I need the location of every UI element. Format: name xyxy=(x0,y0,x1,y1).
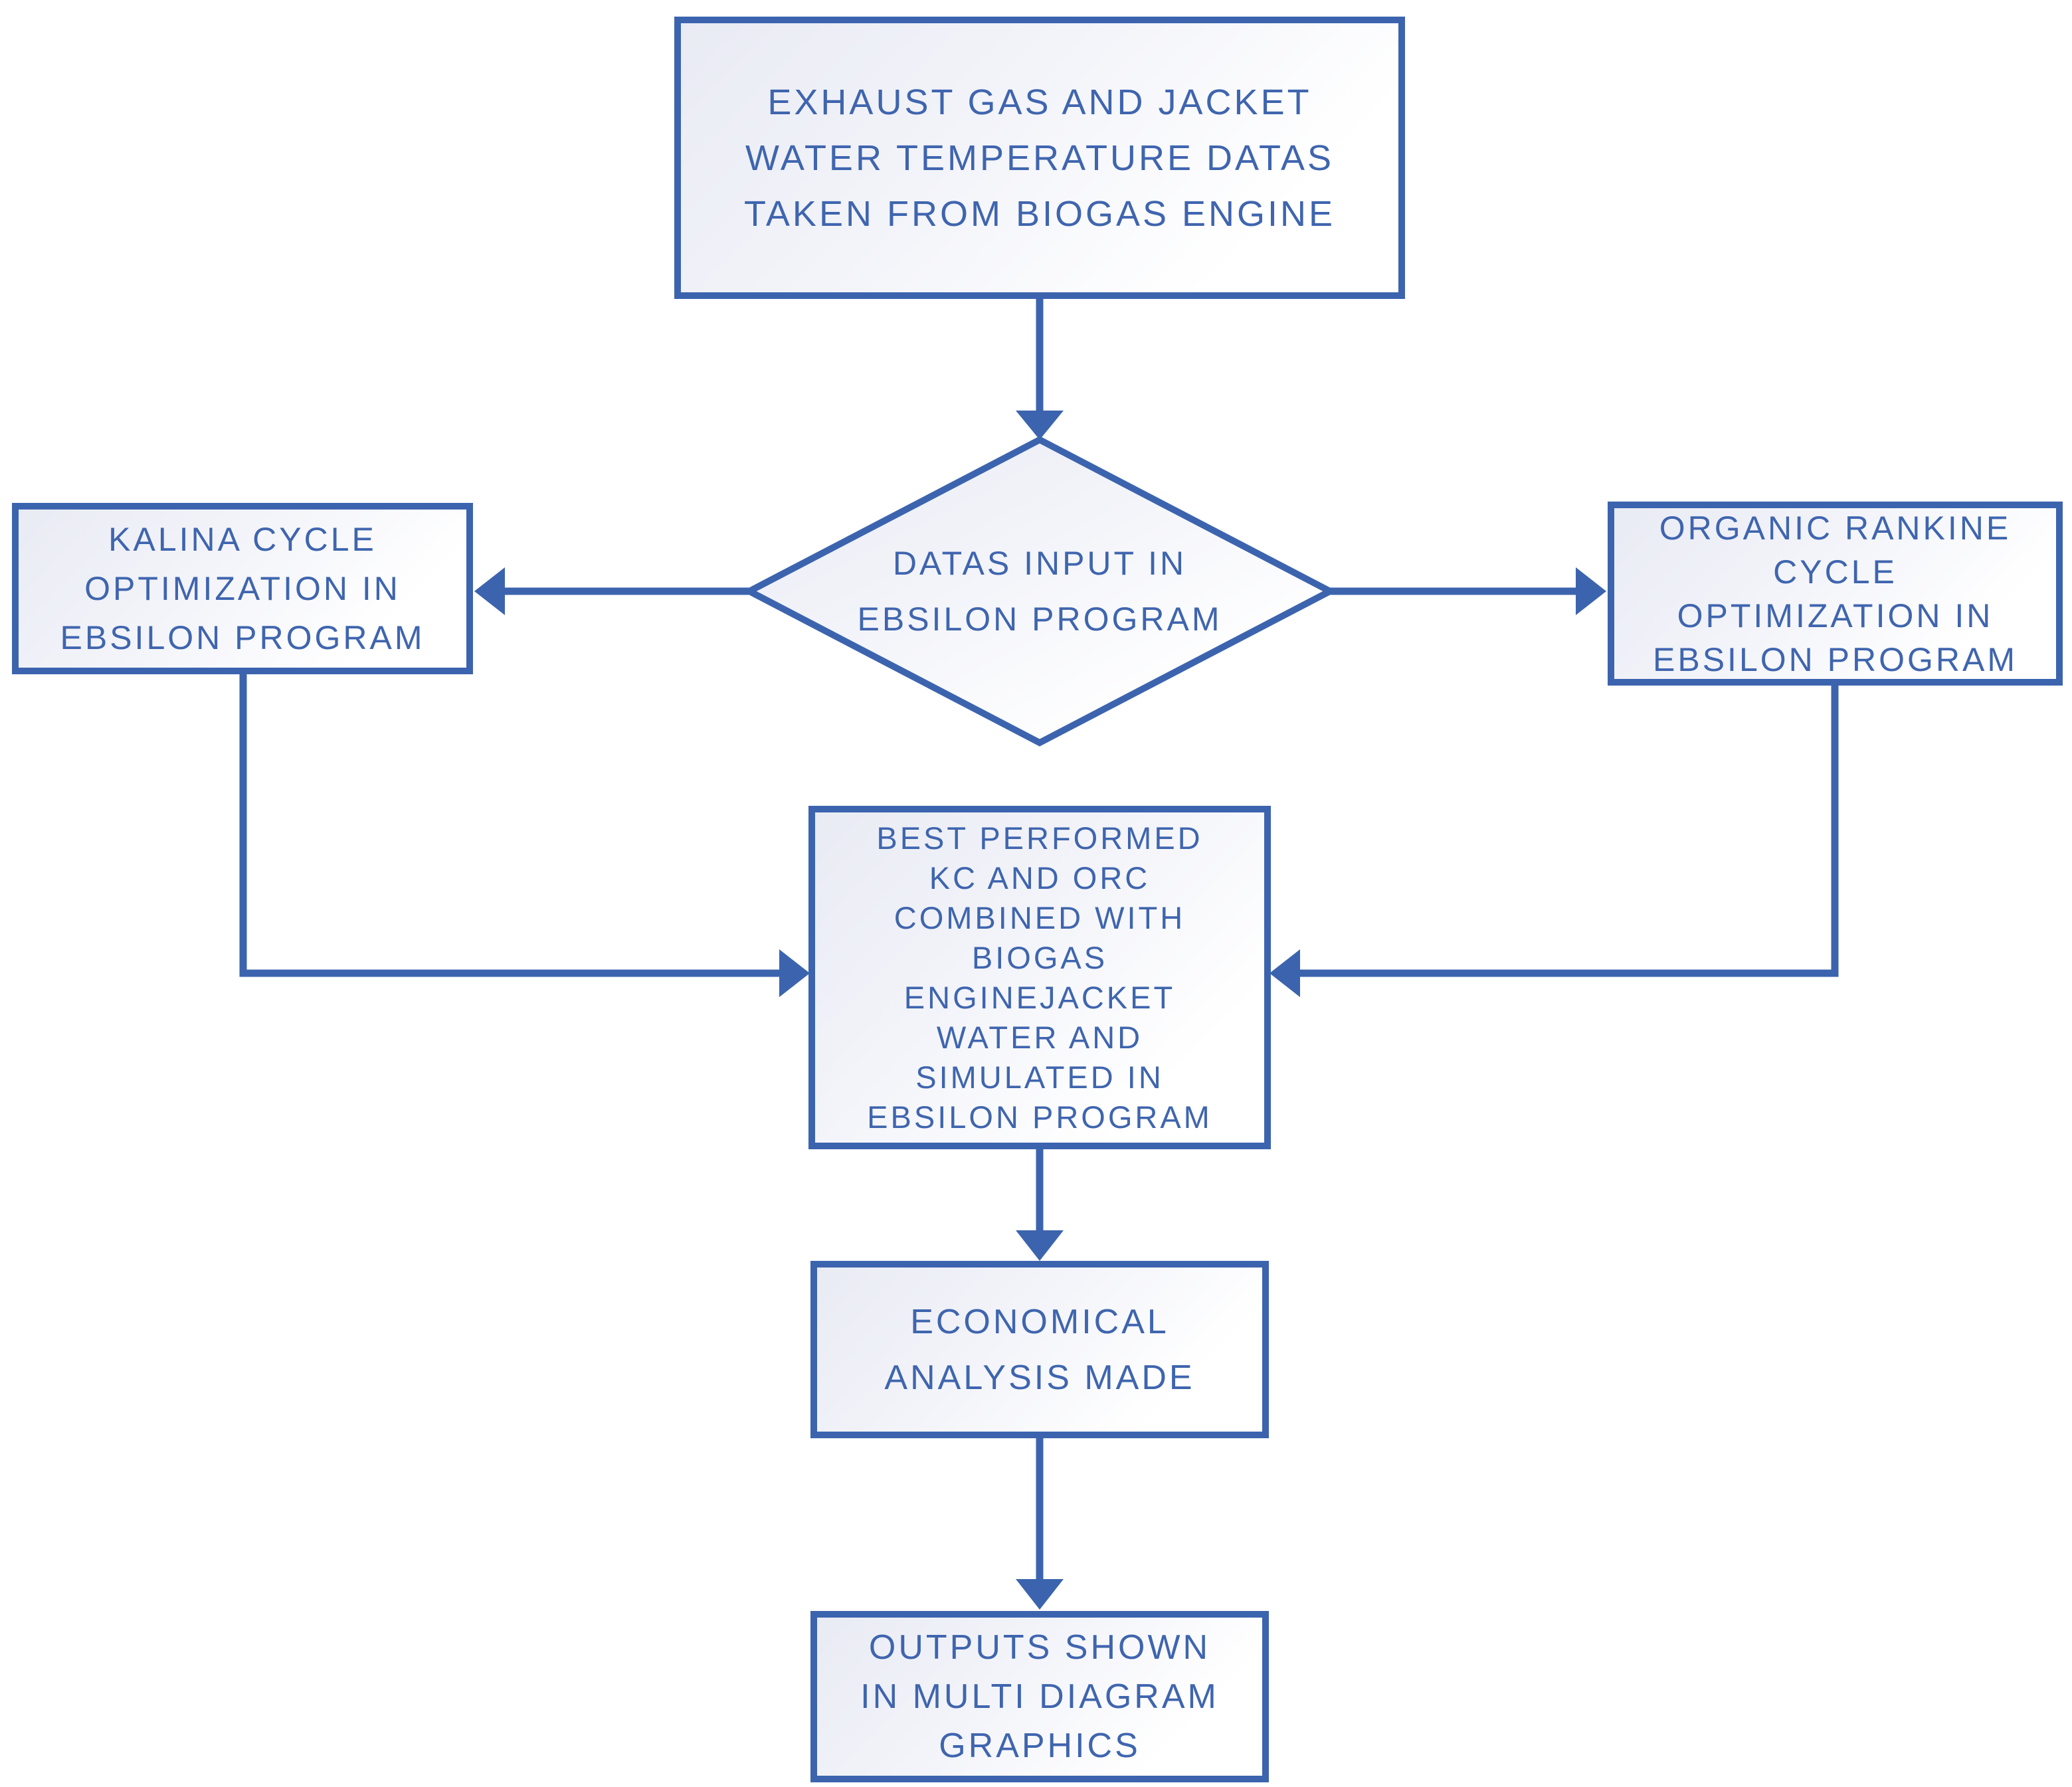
edge-kalina-to-best-performed xyxy=(239,674,781,977)
node-economical-analysis-box: ECONOMICAL ANALYSIS MADE xyxy=(810,1261,1269,1438)
arrowhead-down-datas-input xyxy=(1016,411,1064,440)
node-organic-rankine-label: ORGANIC RANKINE CYCLE OPTIMIZATION IN EB… xyxy=(1653,509,2018,678)
edge-organic-rankine-to-best-performed xyxy=(1299,686,1839,977)
node-datas-input-label: DATAS INPUT IN EBSILON PROGRAM xyxy=(857,545,1222,638)
node-organic-rankine-box: ORGANIC RANKINE CYCLE OPTIMIZATION IN EB… xyxy=(1608,502,2063,686)
arrowhead-left-kalina xyxy=(474,567,505,615)
node-outputs-label: OUTPUTS SHOWN IN MULTI DIAGRAM GRAPHICS xyxy=(860,1628,1219,1765)
arrowhead-down-economical xyxy=(1016,1230,1064,1261)
node-outputs-box: OUTPUTS SHOWN IN MULTI DIAGRAM GRAPHICS xyxy=(810,1611,1269,1782)
node-best-performed-box: BEST PERFORMED KC AND ORC COMBINED WITH … xyxy=(808,806,1271,1149)
node-datas-input-diamond: DATAS INPUT IN EBSILON PROGRAM xyxy=(774,458,1305,724)
node-kalina-cycle-box: KALINA CYCLE OPTIMIZATION IN EBSILON PRO… xyxy=(12,503,473,674)
arrowhead-right-best-performed xyxy=(779,949,810,997)
node-exhaust-gas-box: EXHAUST GAS AND JACKET WATER TEMPERATURE… xyxy=(674,17,1405,299)
arrowhead-right-organic-rankine xyxy=(1576,567,1606,615)
arrowhead-down-outputs xyxy=(1016,1579,1064,1610)
node-best-performed-label: BEST PERFORMED KC AND ORC COMBINED WITH … xyxy=(867,820,1212,1135)
node-economical-analysis-label: ECONOMICAL ANALYSIS MADE xyxy=(884,1302,1195,1397)
decision-diamond-shape xyxy=(742,436,1337,747)
arrowhead-left-best-performed xyxy=(1270,949,1300,997)
node-exhaust-gas-label: EXHAUST GAS AND JACKET WATER TEMPERATURE… xyxy=(743,82,1336,234)
node-kalina-cycle-label: KALINA CYCLE OPTIMIZATION IN EBSILON PRO… xyxy=(60,521,425,656)
